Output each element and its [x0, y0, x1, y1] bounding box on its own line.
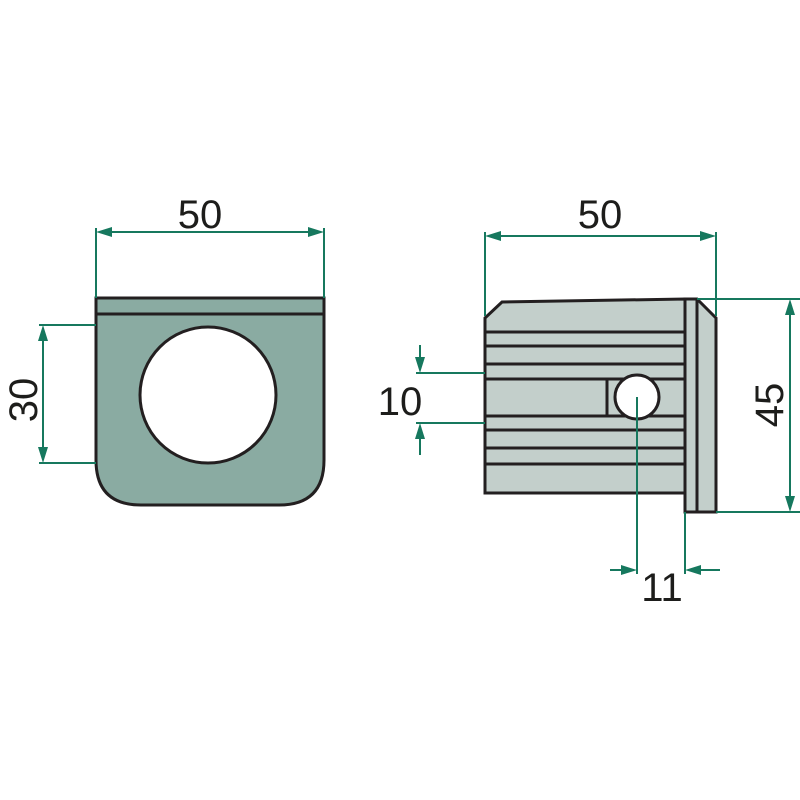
side-height-dimension: 45 — [697, 298, 800, 513]
side-grooves — [485, 330, 685, 466]
front-height-label: 30 — [2, 378, 46, 423]
hole-offset-label: 11 — [641, 566, 683, 610]
slot-dimension: 10 — [378, 345, 485, 455]
side-height-label: 45 — [748, 383, 792, 428]
front-height-dimension: 30 — [2, 324, 96, 464]
side-flange — [683, 297, 718, 514]
slot-label: 10 — [378, 380, 423, 424]
front-width-dimension: 50 — [95, 193, 325, 298]
side-view — [483, 297, 718, 514]
front-width-label: 50 — [178, 193, 223, 237]
front-view — [94, 296, 326, 507]
side-width-dimension: 50 — [484, 193, 717, 316]
side-width-label: 50 — [578, 193, 623, 237]
front-hole — [138, 325, 278, 465]
hole-offset-dimension: 11 — [610, 397, 720, 610]
